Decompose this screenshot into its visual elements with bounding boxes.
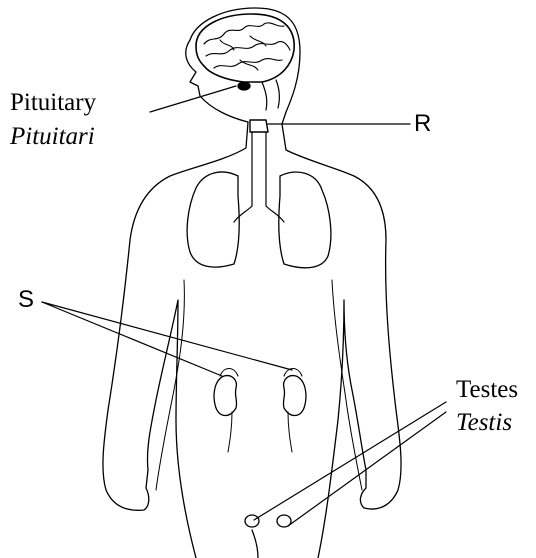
left-body-outline xyxy=(103,122,248,558)
right-ureter xyxy=(288,412,292,452)
right-body-outline xyxy=(282,124,401,558)
trachea xyxy=(252,132,266,206)
label-pituitary: Pituitary xyxy=(10,90,96,115)
right-adrenal xyxy=(284,369,302,377)
left-adrenal xyxy=(220,369,238,377)
head-outline xyxy=(186,8,300,124)
brain-folds xyxy=(204,23,290,70)
right-lung xyxy=(279,172,331,268)
testes-leader-upper xyxy=(254,402,446,520)
s-leader-right xyxy=(42,302,292,370)
left-ureter xyxy=(228,412,232,452)
pituitary-gland xyxy=(238,82,250,90)
left-inner-arm xyxy=(156,280,184,490)
left-testis xyxy=(245,515,259,527)
label-pituitary-alt: Pituitari xyxy=(10,124,95,149)
left-lung xyxy=(187,172,239,267)
s-leader-left xyxy=(42,302,222,376)
bronchi xyxy=(234,206,284,222)
label-r: R xyxy=(414,112,431,136)
thyroid xyxy=(250,120,268,132)
right-inner-arm xyxy=(332,280,362,490)
label-testes: Testes xyxy=(456,377,518,402)
brain-stem xyxy=(262,80,279,110)
label-s: S xyxy=(18,288,34,312)
pituitary-leader xyxy=(150,86,236,112)
right-kidney xyxy=(283,376,306,416)
label-testes-alt: Testis xyxy=(456,410,512,435)
left-kidney xyxy=(214,376,237,416)
crotch-line xyxy=(252,530,258,558)
